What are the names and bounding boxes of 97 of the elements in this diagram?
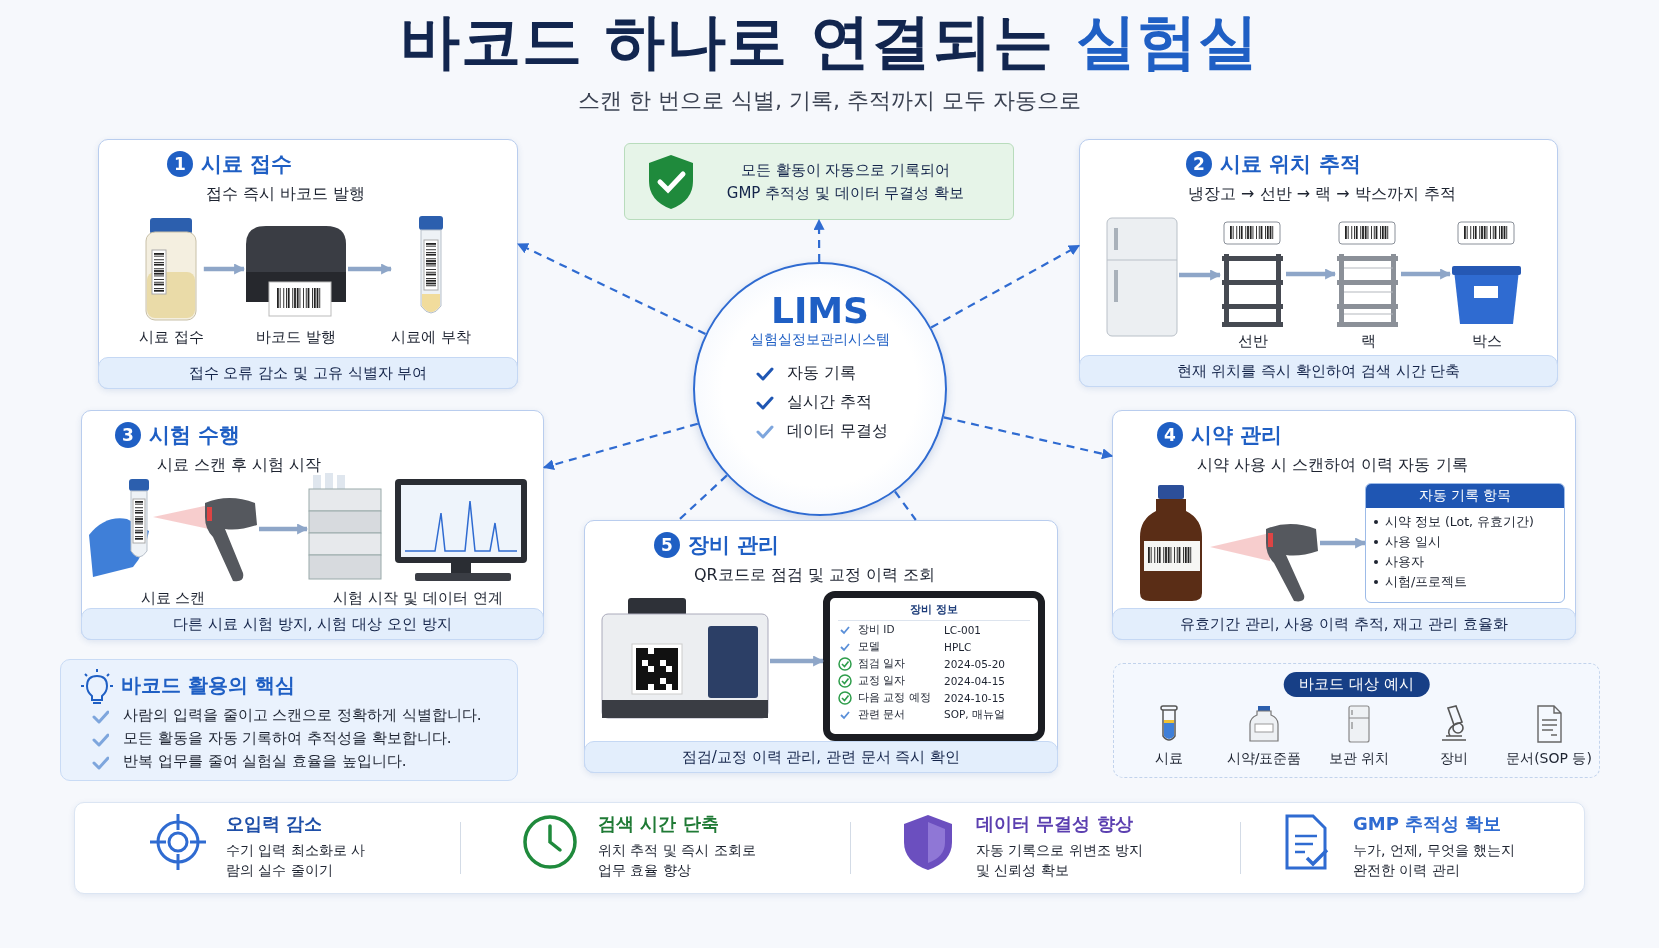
dashed-connector [943, 416, 1114, 460]
summary-band: 다른 시료 시험 방지, 시험 대상 오인 방지 [81, 608, 544, 640]
table-header: 장비 정보 [838, 600, 1030, 621]
field-value: SOP, 매뉴얼 [944, 707, 1005, 722]
field-label: 다음 교정 예정 [858, 690, 932, 705]
dashed-connector [678, 474, 728, 521]
image-caption: 시료 스캔 [140, 589, 206, 608]
field-value: 2024-04-15 [944, 674, 1006, 687]
panel-card [1112, 410, 1576, 640]
checklist-item: 실시간 추적 [787, 392, 873, 413]
hub-title: LIMS [770, 290, 870, 331]
benefit-title: 검색 시간 단축 [598, 812, 720, 836]
field-value: 2024-10-15 [944, 691, 1006, 704]
step-number-badge: 1 [167, 151, 193, 177]
key-points-card [60, 659, 518, 781]
arrow [203, 263, 246, 275]
panel-subtitle: 시료 스캔 후 시험 시작 [157, 455, 322, 476]
panel-subtitle: 냉장고 → 선반 → 랙 → 박스까지 추적 [1188, 184, 1456, 205]
tablet-screen [823, 591, 1045, 741]
arrow [1179, 269, 1222, 281]
list-header: 자동 기록 항목 [1366, 484, 1564, 508]
hub-subtitle: 실험실정보관리시스템 [750, 331, 890, 349]
banner-text: 모든 활동이 자동으로 기록되어 GMP 추적성 및 데이터 무결성 확보 [725, 159, 966, 204]
summary-band: 접수 오류 감소 및 고유 식별자 부여 [98, 357, 518, 389]
checklist-item: 사람의 입력을 줄이고 스캔으로 정확하게 식별합니다. [123, 706, 482, 725]
checklist-item: 모든 활동을 자동 기록하여 추적성을 확보합니다. [123, 729, 452, 748]
image-caption: 랙 [1360, 332, 1376, 351]
dashed-connector [894, 490, 917, 521]
panel-title: 시료 접수 [201, 151, 293, 178]
summary-band: 점검/교정 이력 관리, 관련 문서 즉시 확인 [584, 741, 1058, 773]
panel-subtitle: QR코드로 점검 및 교정 이력 조회 [694, 565, 936, 586]
checklist-item: 자동 기록 [787, 363, 857, 384]
page-title: 바코드 하나로 연결되는 실험실 [399, 5, 1260, 78]
step-number-badge: 2 [1186, 151, 1212, 177]
item-caption: 장비 [1440, 750, 1468, 768]
record-list-card [1365, 483, 1565, 603]
arrow [770, 655, 825, 667]
checklist-item: 반복 업무를 줄여 실험실 효율을 높입니다. [123, 752, 407, 771]
panel-title: 시료 위치 추적 [1220, 151, 1361, 178]
field-value: HPLC [944, 640, 972, 653]
card-heading: 바코드 활용의 핵심 [121, 672, 295, 699]
image-caption: 시료 접수 [139, 328, 204, 347]
section-pill: 바코드 대상 예시 [1283, 672, 1430, 697]
panel-title: 시험 수행 [149, 422, 241, 449]
panel-title: 시약 관리 [1191, 422, 1283, 449]
step-number-badge: 5 [654, 532, 680, 558]
dashed-connector [930, 244, 1080, 329]
dashed-connector [813, 218, 825, 262]
benefit-description: 위치 추적 및 즉시 조회로 업무 효율 향상 [598, 841, 757, 880]
item-caption: 시료 [1155, 750, 1183, 768]
image-caption: 선반 [1238, 332, 1268, 351]
subtitle: 스캔 한 번으로 식별, 기록, 추적까지 모두 자동으로 [577, 87, 1082, 115]
panel-card [98, 139, 518, 389]
item-caption: 문서(SOP 등) [1506, 750, 1592, 768]
arrow [1401, 268, 1452, 280]
arrow [348, 263, 393, 275]
item-caption: 시약/표준품 [1226, 750, 1302, 768]
list-item: 사용자 [1385, 553, 1424, 571]
benefit-description: 누가, 언제, 무엇을 했는지 완전한 이력 관리 [1353, 841, 1517, 880]
checklist-item: 데이터 무결성 [787, 421, 889, 442]
field-value: 2024-05-20 [944, 657, 1006, 670]
panel-subtitle: 시약 사용 시 스캔하여 이력 자동 기록 [1197, 455, 1468, 476]
field-label: 관련 문서 [858, 707, 907, 722]
benefit-title: 오입력 감소 [226, 812, 324, 836]
panel-card [1079, 139, 1558, 387]
arrow [259, 523, 309, 535]
list-item: 시험/프로젝트 [1385, 573, 1468, 591]
list-item: 사용 일시 [1385, 533, 1441, 551]
image-caption: 시료에 부착 [391, 328, 471, 347]
summary-band: 유효기간 관리, 사용 이력 추적, 재고 관리 효율화 [1112, 608, 1576, 640]
image-caption: 바코드 발행 [256, 328, 336, 347]
dashed-connector [517, 243, 706, 335]
image-caption: 박스 [1471, 332, 1502, 351]
benefit-title: 데이터 무결성 향상 [976, 812, 1134, 836]
arrow [1320, 537, 1367, 549]
field-value: LC-001 [944, 623, 981, 636]
arrow [1286, 268, 1337, 280]
panel-title: 장비 관리 [688, 532, 780, 559]
panel-card [81, 410, 544, 640]
dashed-connector [542, 422, 699, 471]
image-caption: 시험 시작 및 데이터 연계 [333, 589, 503, 608]
summary-band: 현재 위치를 즉시 확인하여 검색 시간 단축 [1079, 355, 1558, 387]
panel-card [584, 520, 1058, 773]
step-number-badge: 4 [1157, 422, 1183, 448]
item-caption: 보관 위치 [1328, 750, 1390, 768]
field-label: 점검 일자 [858, 656, 907, 671]
benefit-title: GMP 추적성 확보 [1353, 812, 1503, 836]
field-label: 장비 ID [858, 622, 896, 637]
step-number-badge: 3 [115, 422, 141, 448]
field-label: 모델 [858, 639, 881, 654]
field-label: 교정 일자 [858, 673, 907, 688]
benefit-description: 자동 기록으로 위변조 방지 및 신뢰성 확보 [976, 841, 1145, 880]
benefit-description: 수기 입력 최소화로 사람의 실수 줄이기 [226, 841, 366, 880]
panel-subtitle: 접수 즉시 바코드 발행 [206, 184, 366, 205]
banner-card [624, 143, 1014, 220]
examples-card [1113, 663, 1600, 778]
list-item: 시약 정보 (Lot, 유효기간) [1385, 513, 1534, 531]
